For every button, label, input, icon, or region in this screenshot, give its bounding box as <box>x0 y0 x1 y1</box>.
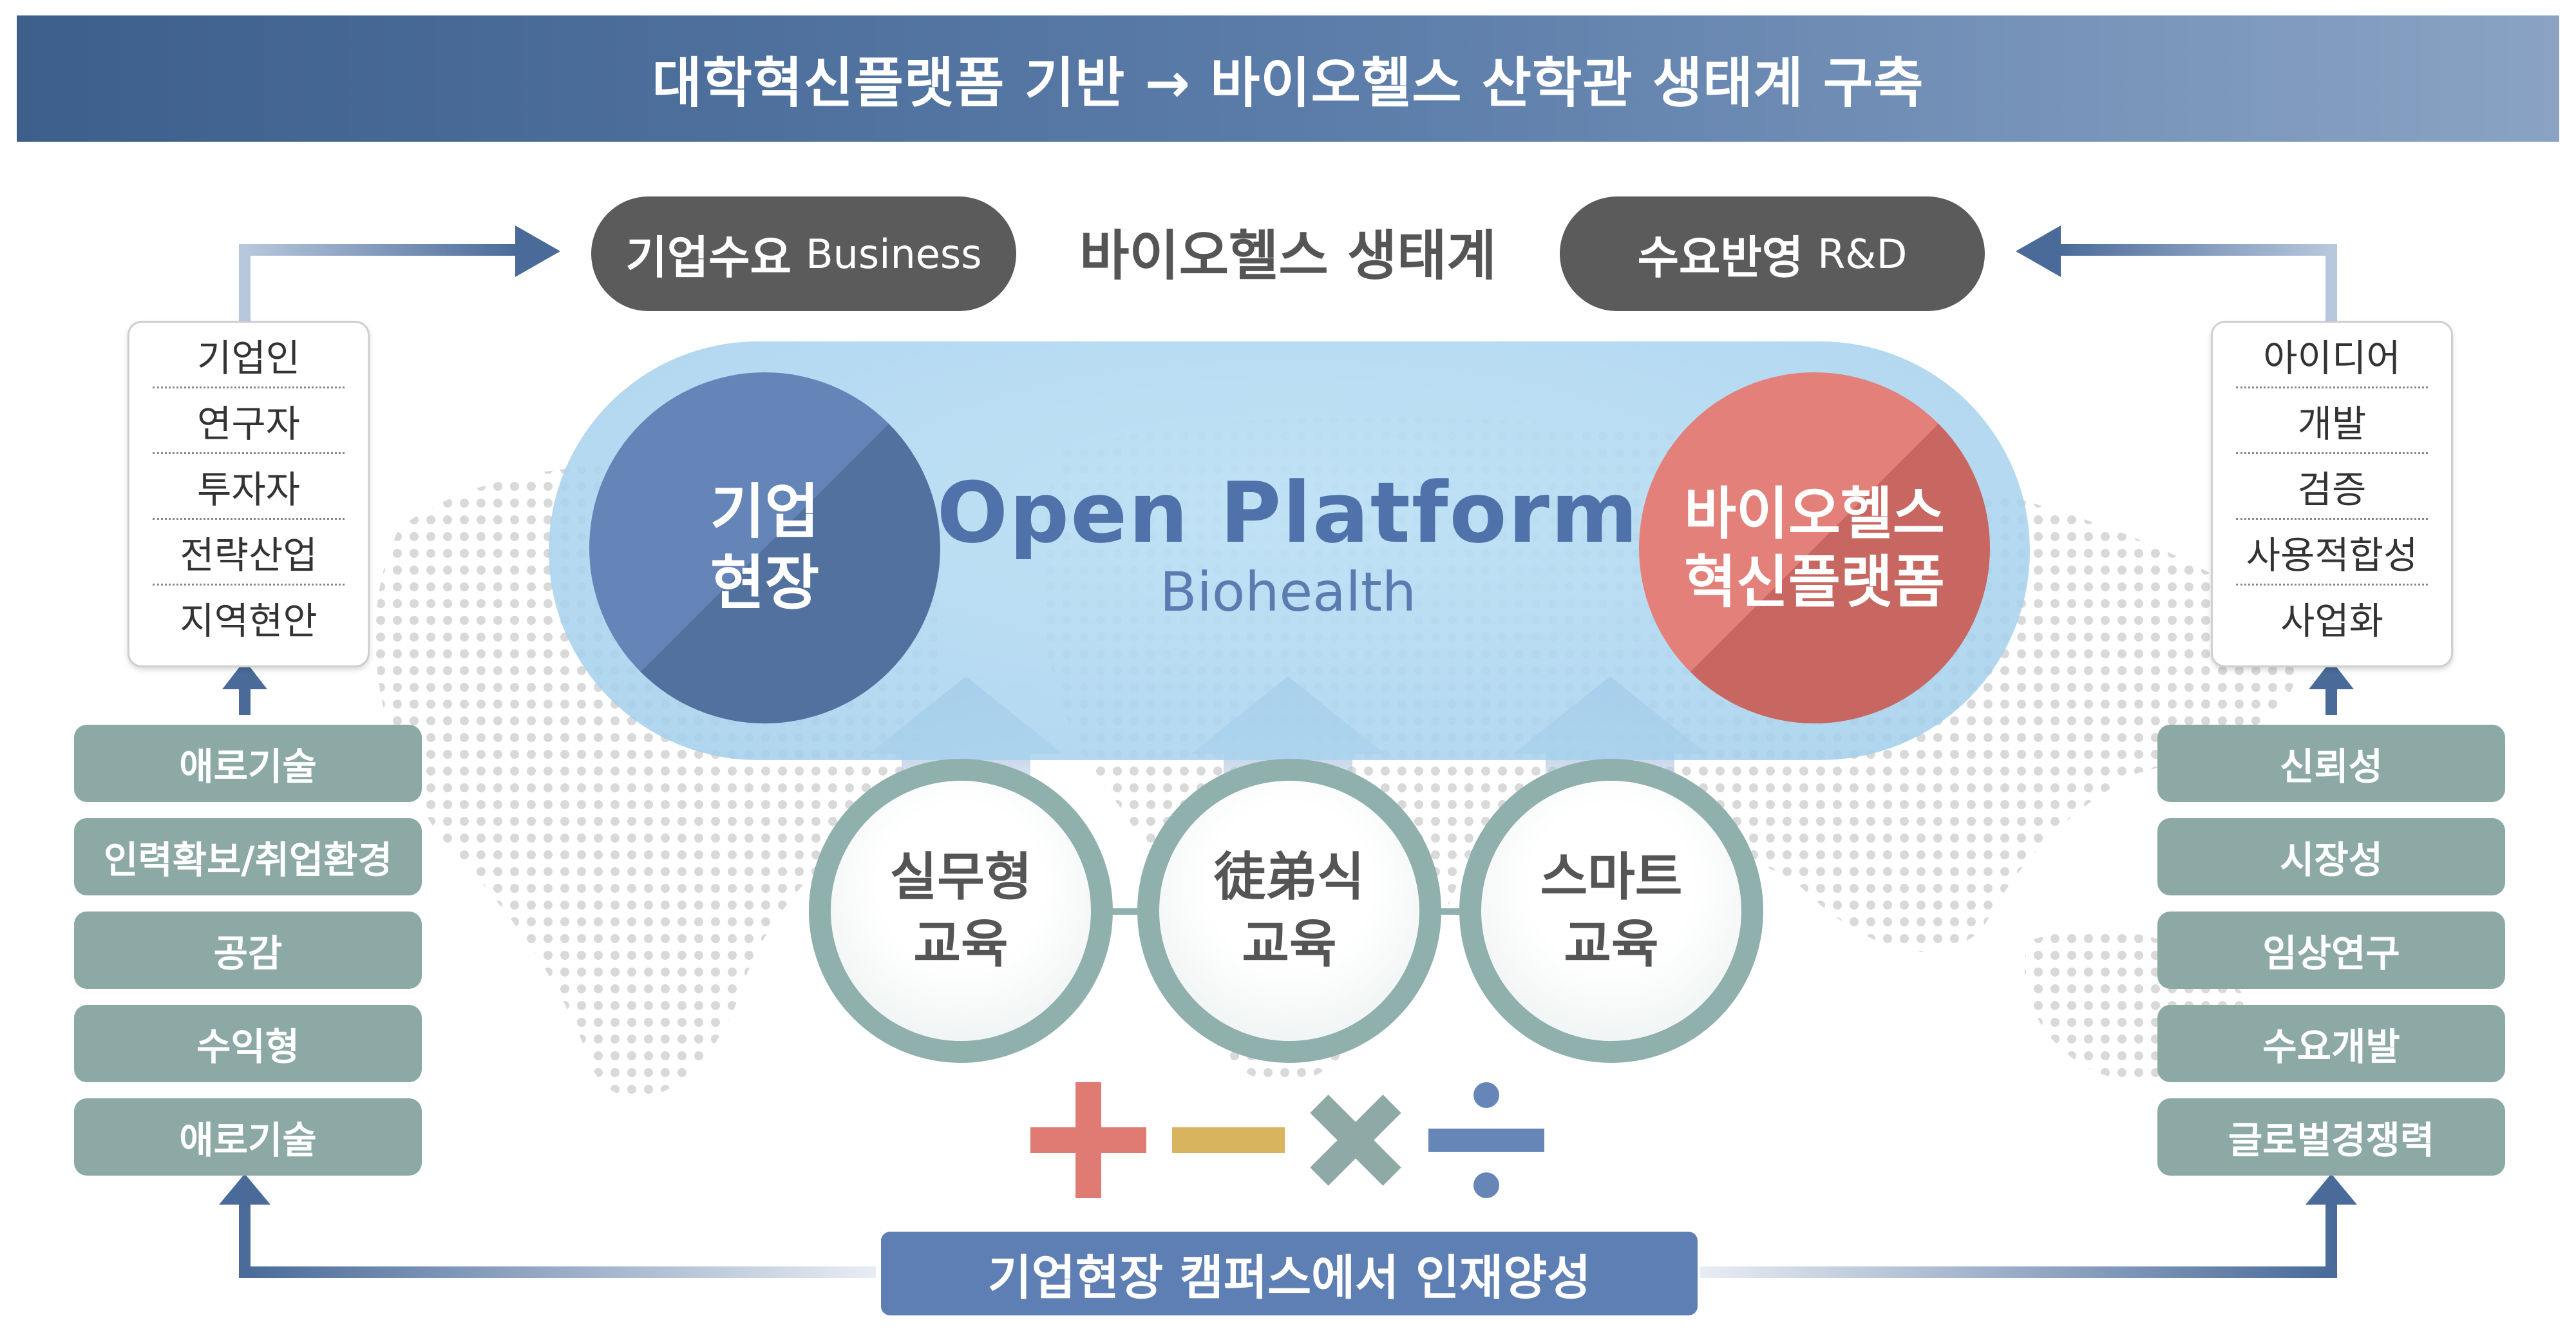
right-tag: 임상연구 <box>2157 912 2505 989</box>
education-line2: 교육 <box>913 914 1009 974</box>
right-tag: 시장성 <box>2157 818 2505 895</box>
apprentice-education-ring: 徒弟식 교육 <box>1137 759 1441 1063</box>
smart-education-ring: 스마트 교육 <box>1459 759 1763 1063</box>
left-tag: 공감 <box>74 912 422 989</box>
left-tag: 애로기술 <box>74 1098 422 1176</box>
banner-title: 대학혁신플랫폼 기반 → 바이오헬스 산학관 생태계 구축 <box>652 51 1924 115</box>
math-operators <box>1030 1082 1544 1198</box>
education-line1: 실무형 <box>889 847 1032 907</box>
divide-icon <box>1428 1082 1544 1198</box>
left-tag: 애로기술 <box>74 725 422 802</box>
stage-item: 사업화 <box>2280 598 2384 643</box>
education-line2: 교육 <box>1564 914 1659 974</box>
header-banner: 대학혁신플랫폼 기반 → 바이오헬스 산학관 생태계 구축 <box>17 15 2559 142</box>
stage-item: 아이디어 <box>2236 323 2428 388</box>
education-line1: 徒弟식 <box>1214 847 1365 907</box>
arrow-up-icon <box>222 660 267 689</box>
industry-site-line2: 현장 <box>710 548 820 618</box>
education-line2: 교육 <box>1242 914 1337 974</box>
business-pill: 기업수요 Business <box>591 196 1016 311</box>
stakeholder-box: 기업인 연구자 투자자 전략산업 지역현안 <box>128 321 370 667</box>
talent-development-bar: 기업현장 캠퍼스에서 인재양성 <box>881 1232 1698 1315</box>
stakeholder-item: 지역현안 <box>180 598 317 643</box>
practical-education-ring: 실무형 교육 <box>809 759 1113 1063</box>
plus-icon <box>1030 1082 1146 1198</box>
biohealth-platform-line1: 바이오헬스 <box>1684 480 1945 547</box>
biohealth-platform-line2: 혁신플랫폼 <box>1684 548 1945 615</box>
right-tag: 수요개발 <box>2157 1005 2505 1082</box>
stage-item: 사용적합성 <box>2236 520 2428 586</box>
rnd-pill-en: R&D <box>1817 230 1908 278</box>
rnd-pill: 수요반영 R&D <box>1560 196 1985 311</box>
open-platform-subtitle: Biohealth <box>1159 560 1417 624</box>
stakeholder-item: 연구자 <box>153 388 345 454</box>
arrow-up-icon <box>219 1174 270 1205</box>
biohealth-platform-circle: 바이오헬스 혁신플랫폼 <box>1639 372 1990 723</box>
times-icon <box>1310 1094 1401 1186</box>
left-tag: 수익형 <box>74 1005 422 1082</box>
right-tag: 신뢰성 <box>2157 725 2505 802</box>
stage-item: 검증 <box>2236 454 2428 520</box>
industry-site-line1: 기업 <box>710 477 820 547</box>
right-tag: 글로벌경쟁력 <box>2157 1098 2505 1176</box>
arrow-up-icon <box>2309 660 2354 689</box>
business-pill-en: Business <box>806 230 982 278</box>
left-tag: 인력확보/취업환경 <box>74 818 422 895</box>
development-stage-box: 아이디어 개발 검증 사용적합성 사업화 <box>2211 321 2453 667</box>
stakeholder-item: 전략산업 <box>153 520 345 586</box>
open-platform-title: Open Platform <box>936 464 1640 562</box>
stakeholder-item: 투자자 <box>153 454 345 520</box>
arrow-up-icon <box>2306 1174 2357 1205</box>
stage-item: 개발 <box>2236 388 2428 454</box>
rnd-pill-ko: 수요반영 <box>1637 231 1804 284</box>
arrow-left-icon <box>2016 225 2061 277</box>
industry-site-circle: 기업 현장 <box>589 372 940 723</box>
ecosystem-title: 바이오헬스 생태계 <box>1079 224 1497 287</box>
stakeholder-item: 기업인 <box>153 323 345 388</box>
arrow-right-icon <box>515 225 560 277</box>
minus-icon <box>1172 1127 1285 1153</box>
business-pill-ko: 기업수요 <box>625 231 792 284</box>
education-line1: 스마트 <box>1540 847 1683 907</box>
